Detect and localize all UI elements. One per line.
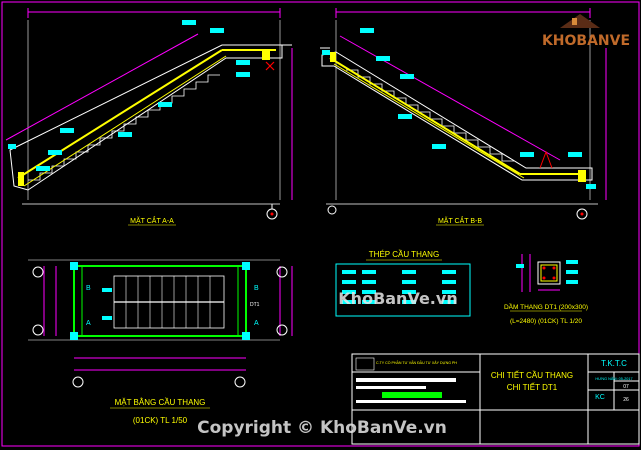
plan-mark-dt1: DT1 (250, 302, 260, 308)
plan-mark-a-right: A (254, 320, 259, 327)
plan-caption-line1: MẶT BẰNG CẦU THANG (115, 397, 206, 407)
title-block: C.TY CỔ PHẦN TƯ VẤN ĐẦU TƯ XÂY DỰNG PH C… (351, 353, 640, 445)
copyright-watermark: Copyright © KhoBanVe.vn (197, 418, 447, 438)
section-aa-drawing: MẶT CẮT A-A (5, 8, 293, 226)
plan-mark-b-right: B (254, 285, 259, 292)
section-aa-caption: MẶT CẮT A-A (130, 216, 174, 225)
plan-mark-a: A (86, 320, 91, 327)
title-line1: CHI TIẾT CẦU THANG (491, 370, 573, 380)
sheet-total: 26 (623, 397, 629, 403)
beam-dt1-detail: DẦM THANG DT1 (200x300) (L=2480) (01CK) … (504, 254, 588, 325)
section-bb-drawing: MẶT CẮT B-B (320, 8, 607, 226)
steel-schedule: THÉP CẦU THANG (335, 249, 471, 317)
khobanve-logo: KHOBANVE (542, 14, 630, 49)
steel-table-caption: THÉP CẦU THANG (369, 249, 439, 259)
beam-caption-line1: DẦM THANG DT1 (200x300) (504, 301, 588, 311)
plan-caption-line2: (01CK) TL 1/50 (133, 416, 188, 425)
plan-mark-b: B (86, 285, 91, 292)
stair-plan-drawing: B A B A DT1 MẶT BẰNG CẦU THANG (01CK) TL… (28, 259, 293, 425)
center-watermark: KhoBanVe.vn (338, 289, 457, 308)
logo-text: KHOBANVE (542, 33, 630, 49)
company-name: C.TY CỔ PHẦN TƯ VẤN ĐẦU TƯ XÂY DỰNG PH (376, 360, 457, 365)
section-bb-caption: MẶT CẮT B-B (438, 216, 482, 225)
dept-code: T.K.T.C (601, 359, 627, 368)
issue-date: HƯNG NĂM: 05-2017 (595, 377, 632, 381)
beam-caption-line2: (L=2480) (01CK) TL 1/20 (510, 318, 582, 325)
discipline-code: KC (595, 394, 605, 401)
sheet-number: 07 (623, 384, 629, 390)
title-line2: CHI TIẾT DT1 (507, 382, 558, 392)
